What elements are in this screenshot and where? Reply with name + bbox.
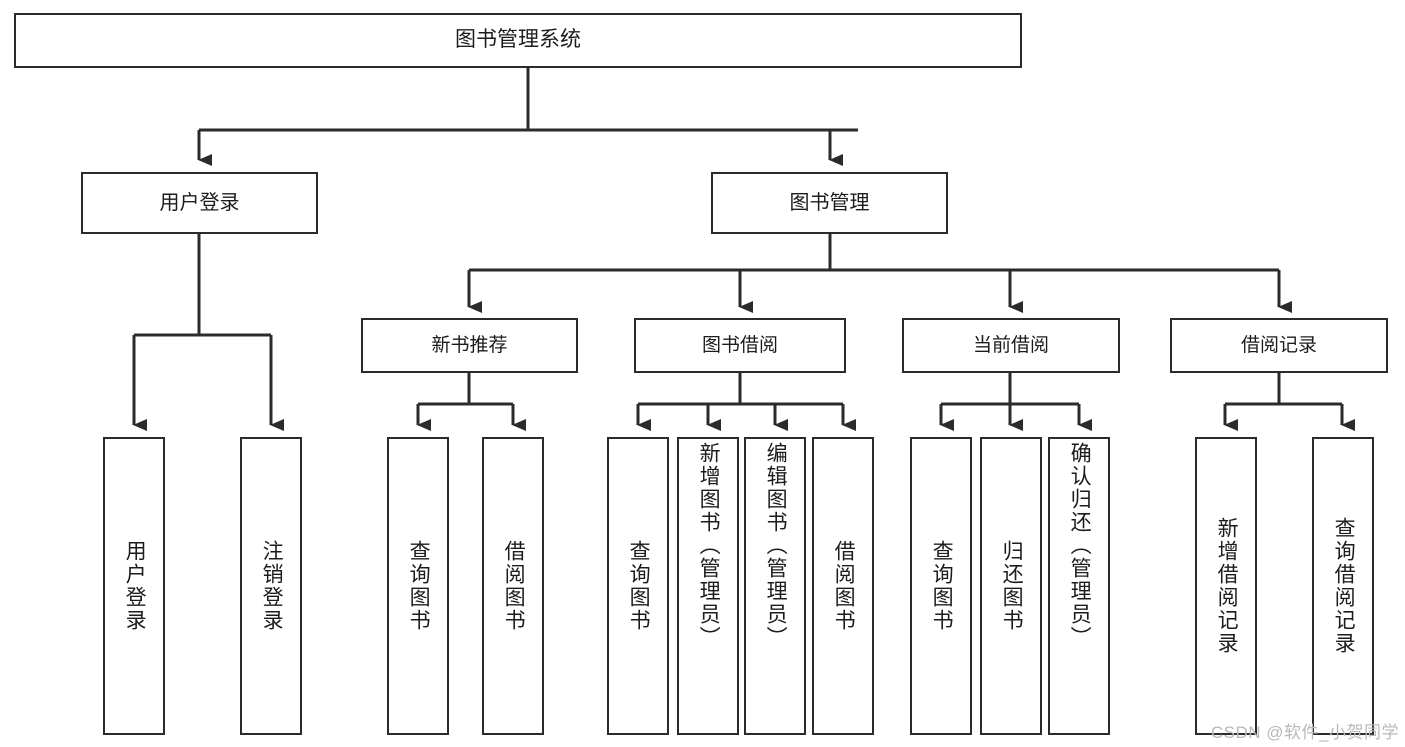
node-label: 图书管理	[789, 191, 870, 214]
node-label: 借阅图书	[502, 540, 526, 632]
leaf-current-query-books[interactable]: 查询图书	[910, 437, 972, 735]
node-label: 查询图书	[407, 540, 431, 632]
node-label: 查询图书	[627, 540, 651, 632]
node-label: 注销登录	[260, 540, 284, 632]
leaf-newbook-borrow-books[interactable]: 借阅图书	[482, 437, 544, 735]
node-label: 借阅记录	[1240, 334, 1317, 356]
node-user-login[interactable]: 用户登录	[81, 172, 318, 234]
node-label: 用户登录	[123, 540, 147, 632]
node-borrow-record[interactable]: 借阅记录	[1170, 318, 1388, 373]
node-label: 归还图书	[1000, 540, 1024, 632]
node-label: 查询借阅记录	[1332, 517, 1356, 655]
node-label: 新书推荐	[431, 334, 508, 356]
watermark-text: CSDN @软件_小贺同学	[1210, 723, 1399, 742]
leaf-borrow-borrow-books[interactable]: 借阅图书	[812, 437, 874, 735]
node-label: 查询图书	[930, 540, 954, 632]
leaf-logout[interactable]: 注销登录	[240, 437, 302, 735]
leaf-borrow-edit-book-admin[interactable]: 编辑图书（管理员）	[744, 437, 806, 735]
leaf-newbook-query-books[interactable]: 查询图书	[387, 437, 449, 735]
leaf-record-add-record[interactable]: 新增借阅记录	[1195, 437, 1257, 735]
node-label: 用户登录	[159, 191, 240, 214]
node-label: 新增借阅记录	[1215, 517, 1239, 655]
node-label: 编辑图书（管理员）	[764, 442, 788, 649]
node-label: 确认归还（管理员）	[1068, 442, 1092, 649]
node-book-borrow[interactable]: 图书借阅	[634, 318, 846, 373]
node-book-management[interactable]: 图书管理	[711, 172, 948, 234]
leaf-borrow-add-book-admin[interactable]: 新增图书（管理员）	[677, 437, 739, 735]
node-label: 新增图书（管理员）	[697, 442, 721, 649]
node-root-system[interactable]: 图书管理系统	[14, 13, 1022, 68]
node-label: 借阅图书	[832, 540, 856, 632]
node-label: 图书借阅	[701, 334, 778, 356]
leaf-borrow-query-books[interactable]: 查询图书	[607, 437, 669, 735]
node-label: 图书管理系统	[455, 28, 581, 52]
node-label: 当前借阅	[972, 334, 1049, 356]
node-new-book-recommend[interactable]: 新书推荐	[361, 318, 578, 373]
node-current-borrow[interactable]: 当前借阅	[902, 318, 1120, 373]
leaf-user-login[interactable]: 用户登录	[103, 437, 165, 735]
leaf-current-confirm-return-admin[interactable]: 确认归还（管理员）	[1048, 437, 1110, 735]
leaf-record-query-record[interactable]: 查询借阅记录	[1312, 437, 1374, 735]
leaf-current-return-books[interactable]: 归还图书	[980, 437, 1042, 735]
